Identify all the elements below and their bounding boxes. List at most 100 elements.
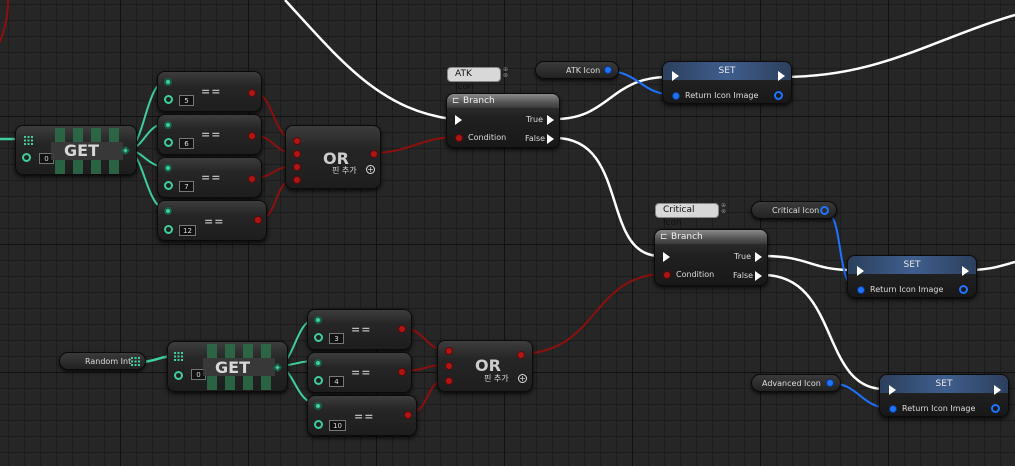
comment-close-icon[interactable]: ⊕⊗ xyxy=(721,202,727,215)
array-icon xyxy=(24,136,33,145)
equal-node-3[interactable]: 7 == xyxy=(157,157,262,198)
equal-node-7[interactable]: 10 == xyxy=(307,395,417,436)
compare-value[interactable]: 4 xyxy=(329,376,344,387)
branch-node-1[interactable]: ⊏ Branch Condition True False xyxy=(446,93,560,148)
input-pin-b[interactable] xyxy=(164,95,173,104)
or-output-pin[interactable] xyxy=(370,150,378,158)
set-exec-in[interactable] xyxy=(889,385,896,395)
false-exec-pin[interactable] xyxy=(547,134,554,144)
input-pin-b[interactable] xyxy=(314,420,323,429)
input-pin[interactable] xyxy=(314,316,322,324)
return-icon-in-pin[interactable] xyxy=(857,286,865,294)
or-node-bottom[interactable]: OR 핀 추가 + xyxy=(437,340,533,392)
set-exec-out[interactable] xyxy=(994,385,1001,395)
comment-bubble-critical[interactable]: Critical Icon xyxy=(655,203,719,228)
false-exec-pin[interactable] xyxy=(755,271,762,281)
condition-pin[interactable] xyxy=(663,271,671,279)
input-pin[interactable] xyxy=(314,402,322,410)
compare-value[interactable]: 3 xyxy=(329,333,344,344)
or-node-top[interactable]: OR 핀 추가 + xyxy=(285,125,381,189)
input-pin-b[interactable] xyxy=(314,376,323,385)
true-exec-pin[interactable] xyxy=(547,115,554,125)
or-input-pin-4[interactable] xyxy=(293,176,301,184)
atk-icon-variable[interactable]: ATK Icon xyxy=(535,61,619,79)
or-input-pin-2[interactable] xyxy=(445,362,453,370)
atk-icon-label: ATK Icon xyxy=(566,66,601,75)
set-node-3[interactable]: SET Return Icon Image xyxy=(879,374,1009,417)
add-pin-icon[interactable]: + xyxy=(366,165,375,174)
exec-wire-true-atk xyxy=(554,75,669,121)
compare-value[interactable]: 5 xyxy=(179,95,194,106)
or-input-pin-2[interactable] xyxy=(293,150,301,158)
comment-bubble-atk[interactable]: ATK Icon xyxy=(447,67,501,92)
equal-label: == xyxy=(351,323,372,336)
return-icon-in-pin[interactable] xyxy=(889,405,897,413)
random-int-variable[interactable]: Random Int xyxy=(59,352,146,370)
advanced-icon-out-pin[interactable] xyxy=(826,379,834,387)
atk-icon-out-pin[interactable] xyxy=(604,66,612,74)
set-exec-in[interactable] xyxy=(672,71,679,81)
array-icon[interactable] xyxy=(131,357,140,366)
compare-value[interactable]: 10 xyxy=(329,420,346,431)
output-pin[interactable] xyxy=(404,411,412,419)
get-index-pin[interactable] xyxy=(174,371,183,380)
input-pin-b[interactable] xyxy=(164,138,173,147)
input-pin-b[interactable] xyxy=(164,225,173,234)
set-node-2[interactable]: SET Return Icon Image xyxy=(847,255,977,298)
critical-icon-out-pin[interactable] xyxy=(820,206,829,215)
output-pin[interactable] xyxy=(254,216,262,224)
equal-node-6[interactable]: 4 == xyxy=(307,352,412,393)
or-input-pin-1[interactable] xyxy=(445,347,453,355)
return-icon-out-pin[interactable] xyxy=(991,404,1000,413)
input-pin[interactable] xyxy=(164,78,172,86)
set-exec-in[interactable] xyxy=(857,266,864,276)
condition-pin[interactable] xyxy=(455,134,463,142)
condition-label: Condition xyxy=(676,270,715,279)
output-pin[interactable] xyxy=(398,368,406,376)
exec-wire-false-critical xyxy=(554,136,661,258)
advanced-icon-variable[interactable]: Advanced Icon xyxy=(751,374,841,392)
add-pin-label[interactable]: 핀 추가 xyxy=(484,374,509,383)
input-pin[interactable] xyxy=(164,121,172,129)
get-node-bottom[interactable]: 0 GET xyxy=(167,341,288,392)
output-pin[interactable] xyxy=(248,132,256,140)
input-pin[interactable] xyxy=(164,207,172,215)
output-pin[interactable] xyxy=(248,175,256,183)
get-node-top[interactable]: 0 GET xyxy=(15,125,137,175)
equal-node-4[interactable]: 12 == xyxy=(157,200,267,241)
output-pin[interactable] xyxy=(398,325,406,333)
input-pin[interactable] xyxy=(164,164,172,172)
equal-node-1[interactable]: 5 == xyxy=(157,71,262,112)
return-icon-in-pin[interactable] xyxy=(672,92,680,100)
add-pin-label[interactable]: 핀 추가 xyxy=(332,166,357,175)
critical-icon-variable[interactable]: Critical Icon xyxy=(751,201,837,219)
equal-node-5[interactable]: 3 == xyxy=(307,309,412,350)
or-input-pin-3[interactable] xyxy=(445,377,453,385)
true-exec-pin[interactable] xyxy=(755,252,762,262)
output-pin[interactable] xyxy=(248,89,256,97)
or-input-pin-3[interactable] xyxy=(293,163,301,171)
input-pin-b[interactable] xyxy=(164,181,173,190)
equal-node-2[interactable]: 6 == xyxy=(157,114,262,155)
branch-node-2[interactable]: ⊏ Branch Condition True False xyxy=(654,229,768,286)
set-exec-out[interactable] xyxy=(778,71,785,81)
compare-value[interactable]: 12 xyxy=(179,225,196,236)
comment-close-icon[interactable]: ⊕⊗ xyxy=(503,66,509,79)
return-icon-out-pin[interactable] xyxy=(959,285,968,294)
exec-in-pin[interactable] xyxy=(663,252,670,262)
get-index-pin[interactable] xyxy=(22,153,31,162)
add-pin-icon[interactable]: + xyxy=(518,374,527,383)
input-pin-b[interactable] xyxy=(314,333,323,342)
return-icon-out-pin[interactable] xyxy=(774,91,783,100)
set-exec-out[interactable] xyxy=(962,266,969,276)
or-input-pin-1[interactable] xyxy=(293,137,301,145)
exec-in-pin[interactable] xyxy=(455,115,462,125)
equal-label: == xyxy=(354,410,375,423)
compare-value[interactable]: 7 xyxy=(179,181,194,192)
compare-value[interactable]: 6 xyxy=(179,138,194,149)
exec-wire-in xyxy=(284,0,453,121)
or-output-pin[interactable] xyxy=(517,351,525,359)
set-node-1[interactable]: SET Return Icon Image xyxy=(662,61,792,104)
input-pin[interactable] xyxy=(314,359,322,367)
critical-icon-label: Critical Icon xyxy=(772,206,820,215)
